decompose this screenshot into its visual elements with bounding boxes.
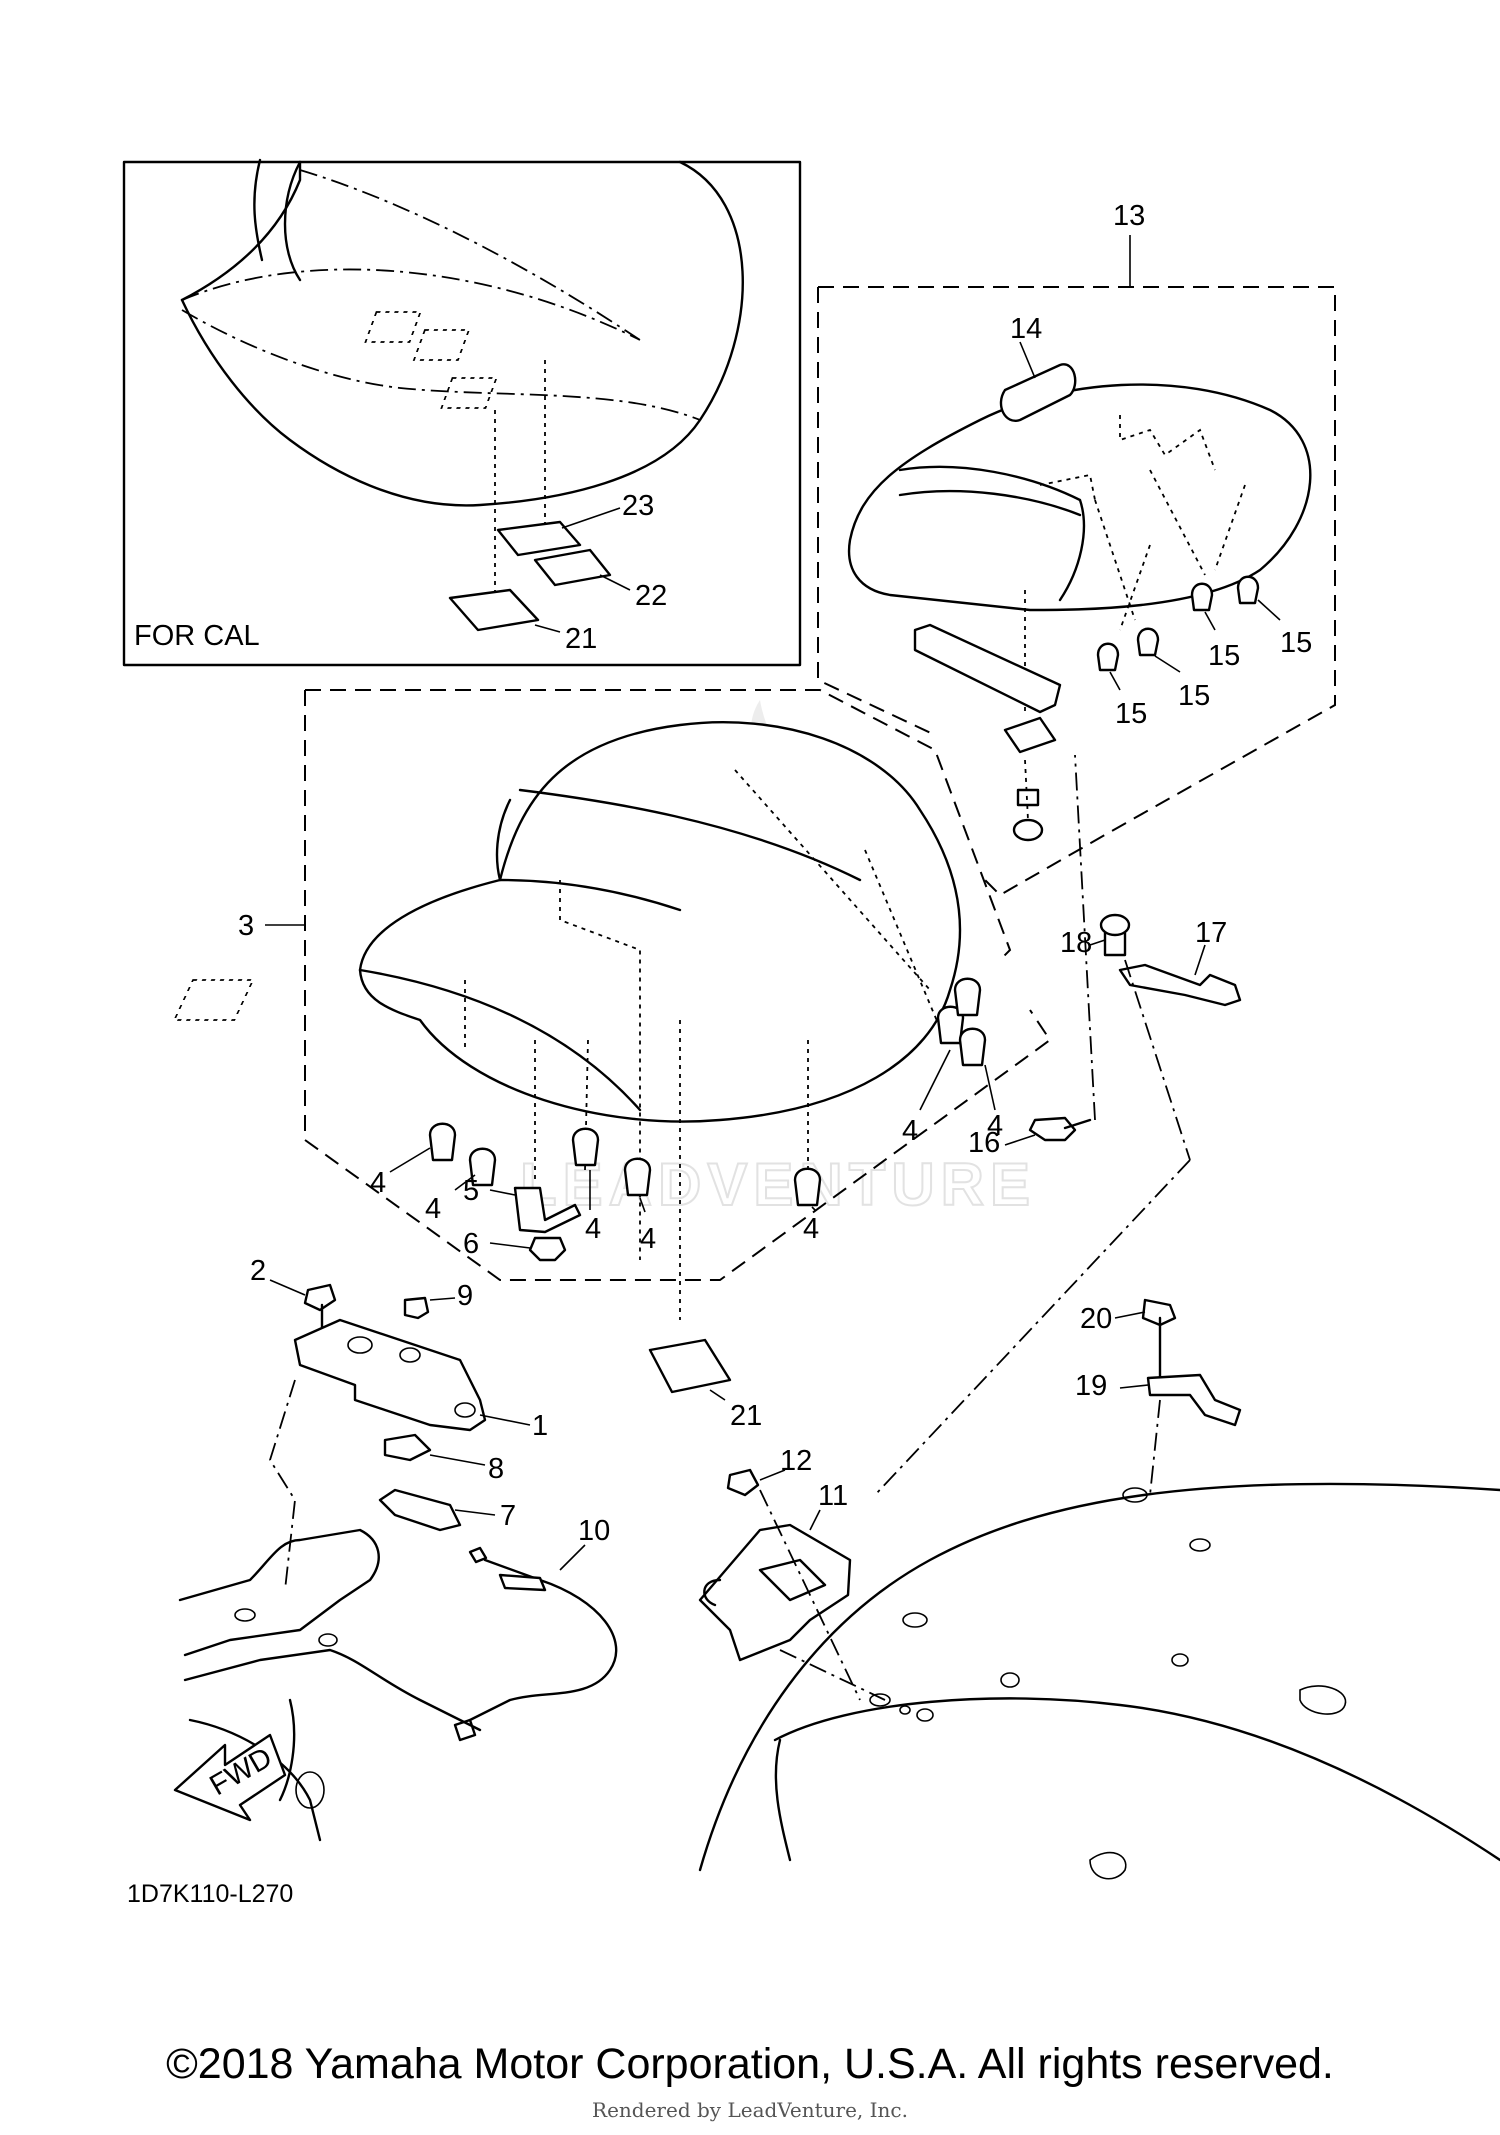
callout-4-b: 4 [425,1193,441,1225]
callout-12: 12 [780,1445,812,1477]
plate-8 [383,1433,432,1462]
rear-seat-group: 13 14 15 15 15 15 [817,200,1336,897]
front-seat [358,721,962,1123]
latch-11 [698,1523,852,1662]
rear-seat [847,383,1312,612]
callout-21-inset: 21 [565,623,597,655]
callout-4-e: 4 [803,1213,819,1245]
bolt-16 [1028,1116,1077,1142]
label-21-inset [448,588,540,632]
rear-washer [1012,818,1044,842]
callout-6: 6 [463,1228,479,1260]
watermark-text: LEADVENTURE [520,1151,1036,1218]
callout-11: 11 [818,1480,848,1512]
rendered-by-text: Rendered by LeadVenture, Inc. [592,2098,908,2122]
callout-15-c: 15 [1208,640,1240,672]
callout-4-a: 4 [370,1167,386,1199]
callout-16: 16 [968,1127,1000,1159]
rear-bracket [913,623,1062,714]
front-dampers [428,977,987,1207]
callout-10: 10 [578,1515,610,1547]
inset-label: FOR CAL [134,620,260,652]
bracket-19 [1146,1373,1242,1427]
label-21-lower-group: 21 [648,1338,762,1432]
callout-13: 13 [1113,200,1145,232]
inset-frame [122,160,802,667]
copyright-text: ©2018 Yamaha Motor Corporation, U.S.A. A… [166,2040,1334,2088]
rear-pad [1003,716,1057,754]
cable-group: 10 [453,1515,618,1742]
callout-17: 17 [1195,917,1227,949]
callout-20: 20 [1080,1303,1112,1335]
label-22 [533,548,612,587]
fwd-arrow-shape [173,1733,287,1822]
bolt-20 [1141,1298,1177,1327]
callout-1: 1 [532,1410,548,1442]
callout-15-d: 15 [1280,627,1312,659]
nut-9 [403,1296,430,1320]
bolt-12 [726,1468,760,1497]
front-bracket [513,1186,582,1234]
callout-2: 2 [250,1255,266,1287]
callout-4-c: 4 [585,1213,601,1245]
front-nut [528,1236,567,1262]
callout-14: 14 [1010,313,1042,345]
callout-15-a: 15 [1115,698,1147,730]
grab-strap [999,363,1077,422]
callout-18: 18 [1060,927,1092,959]
callout-21-lower: 21 [730,1400,762,1432]
label-21-lower [648,1338,732,1394]
callout-9: 9 [457,1280,473,1312]
rear-fender [698,1482,1500,1880]
bolt-2 [303,1283,337,1312]
callout-23: 23 [622,490,654,522]
lock-plate [293,1318,487,1432]
rear-nut [1016,788,1040,807]
callout-22: 22 [635,580,667,612]
callout-3: 3 [238,910,254,942]
rear-dampers [1096,575,1260,672]
fwd-arrow: FWD [173,1733,287,1822]
callout-5: 5 [463,1175,479,1207]
label-23 [496,520,582,557]
seat-lock-group: 2 9 1 8 7 [250,1255,548,1532]
callout-15-b: 15 [1178,680,1210,712]
drawing-code: 1D7K110-L270 [127,1880,294,1908]
inset-box: 23 22 21 FOR CAL [122,158,802,667]
callout-19: 19 [1075,1370,1107,1402]
bracket-17 [1118,963,1242,1007]
rear-bracket-19-group: 20 19 [1075,1298,1242,1496]
rear-hinge-group: 16 17 18 [874,754,1242,1496]
callout-7: 7 [500,1500,516,1532]
front-seat-group: 3 4 4 4 4 [173,689,1052,1320]
callout-4-d: 4 [640,1223,656,1255]
callout-8: 8 [488,1453,504,1485]
callout-4-g: 4 [987,1110,1003,1142]
latch-group: 12 11 [698,1445,886,1701]
lock-7 [378,1488,462,1532]
callout-4-f: 4 [902,1115,918,1147]
